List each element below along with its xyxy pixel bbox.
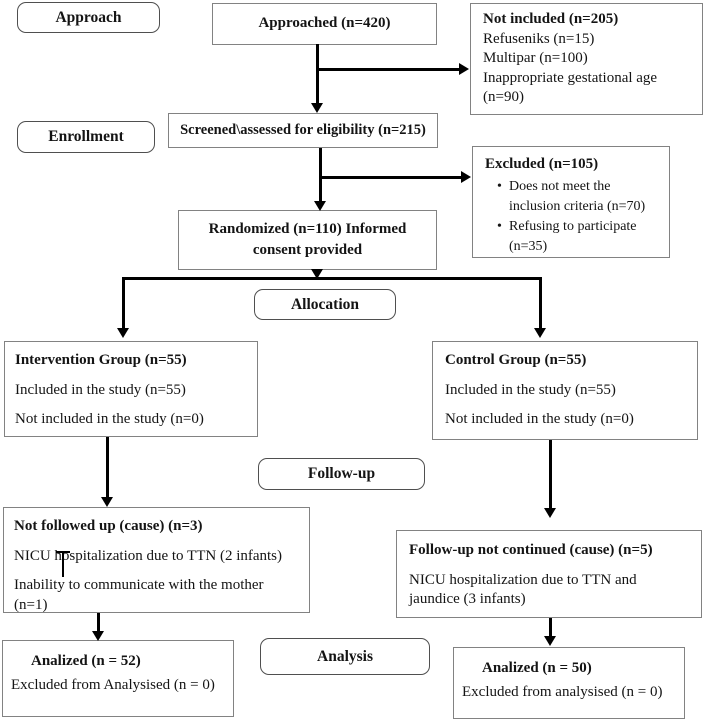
- excluded-reason: Does not meet the inclusion criteria (n=…: [495, 177, 661, 217]
- stage-followup: Follow-up: [258, 458, 425, 490]
- flow-line-to-not-included: [316, 68, 460, 71]
- box-followup-not-continued-title: Follow-up not continued (cause) (n=5): [409, 542, 653, 558]
- arrowhead-down-icon: [311, 103, 323, 113]
- flow-line-followup-down: [549, 618, 552, 637]
- not-followed-reason: Inability to communicate with the mother…: [14, 577, 264, 613]
- box-intervention-title: Intervention Group (n=55): [15, 352, 187, 368]
- arrowhead-down-icon: [314, 201, 326, 211]
- box-not-followed: Not followed up (cause) (n=3) NICU hospi…: [3, 507, 310, 613]
- control-detail: Not included in the study (n=0): [445, 411, 634, 427]
- flow-line-to-excluded: [319, 176, 461, 179]
- box-screened: Screened\assessed for eligibility (n=215…: [168, 113, 438, 148]
- box-excluded-title: Excluded (n=105): [485, 156, 599, 172]
- box-followup-not-continued: Follow-up not continued (cause) (n=5) NI…: [396, 530, 702, 618]
- stage-approach-label: Approach: [55, 8, 122, 26]
- box-analized-intervention-title: Analized (n = 52): [31, 653, 141, 669]
- excluded-reason: Refusing to participate (n=35): [495, 217, 661, 257]
- box-analized-control: Analized (n = 50) Excluded from analysis…: [453, 647, 685, 719]
- box-excluded: Excluded (n=105) Does not meet the inclu…: [472, 146, 670, 258]
- not-included-reason: Refuseniks (n=15): [483, 30, 595, 47]
- intervention-detail: Not included in the study (n=0): [15, 411, 204, 427]
- box-screened-title: Screened\assessed for eligibility (n=215…: [180, 121, 426, 138]
- flow-line-control-down: [549, 440, 552, 508]
- arrowhead-down-icon: [101, 497, 113, 507]
- box-not-followed-title: Not followed up (cause) (n=3): [14, 518, 203, 534]
- stage-allocation: Allocation: [254, 289, 396, 320]
- box-randomized-title: Randomized (n=110) Informed consent prov…: [208, 221, 407, 258]
- box-not-included-title: Not included (n=205): [483, 11, 619, 27]
- box-approached-title: Approached (n=420): [258, 15, 391, 32]
- control-detail: Included in the study (n=55): [445, 381, 616, 398]
- stage-approach: Approach: [17, 2, 160, 33]
- box-randomized: Randomized (n=110) Informed consent prov…: [178, 210, 437, 270]
- arrowhead-down-icon: [544, 508, 556, 518]
- stage-enrollment: Enrollment: [17, 121, 155, 153]
- box-intervention-group: Intervention Group (n=55) Included in th…: [4, 341, 258, 437]
- stage-allocation-label: Allocation: [290, 295, 360, 313]
- flow-line-approached-down: [316, 44, 319, 105]
- stage-enrollment-label: Enrollment: [48, 128, 124, 145]
- box-control-title: Control Group (n=55): [445, 352, 587, 368]
- box-analized-intervention: Analized (n = 52) Excluded from Analysis…: [2, 640, 234, 717]
- intervention-detail: Included in the study (n=55): [15, 381, 186, 398]
- analized-intervention-detail: Excluded from Analysised (n = 0): [11, 677, 215, 693]
- not-followed-reason: NICU hospitalization due to TTN (2 infan…: [14, 547, 283, 564]
- flow-line-screened-down: [319, 148, 322, 203]
- box-not-included: Not included (n=205) Refuseniks (n=15) M…: [470, 3, 703, 115]
- arrowhead-down-icon: [544, 636, 556, 646]
- arrowhead-right-icon: [461, 171, 471, 183]
- box-analized-control-title: Analized (n = 50): [482, 660, 592, 676]
- arrowhead-down-icon: [311, 269, 323, 279]
- stage-analysis: Analysis: [260, 638, 430, 675]
- flow-line-not-followed-down: [97, 613, 100, 633]
- arrowhead-down-icon: [92, 631, 104, 641]
- stage-analysis-label: Analysis: [317, 647, 373, 665]
- not-included-reason: Inappropriate gestational age (n=90): [483, 69, 658, 106]
- box-control-group: Control Group (n=55) Included in the stu…: [432, 341, 698, 440]
- followup-not-continued-reason: NICU hospitalization due to TTN and jaun…: [409, 571, 637, 608]
- flow-line-allocation-split: [122, 277, 542, 280]
- flow-line-split-right: [539, 277, 542, 329]
- flow-line-split-left: [122, 277, 125, 329]
- arrowhead-down-icon: [534, 328, 546, 338]
- arrowhead-right-icon: [459, 63, 469, 75]
- flow-line-intervention-down: [106, 437, 109, 498]
- analized-control-detail: Excluded from analysised (n = 0): [462, 684, 663, 700]
- arrowhead-down-icon: [117, 328, 129, 338]
- stray-line-artifact: [62, 551, 64, 577]
- stage-followup-label: Follow-up: [307, 465, 376, 482]
- stray-line-artifact: [56, 551, 70, 553]
- box-approached: Approached (n=420): [212, 3, 437, 45]
- not-included-reason: Multipar (n=100): [483, 50, 588, 66]
